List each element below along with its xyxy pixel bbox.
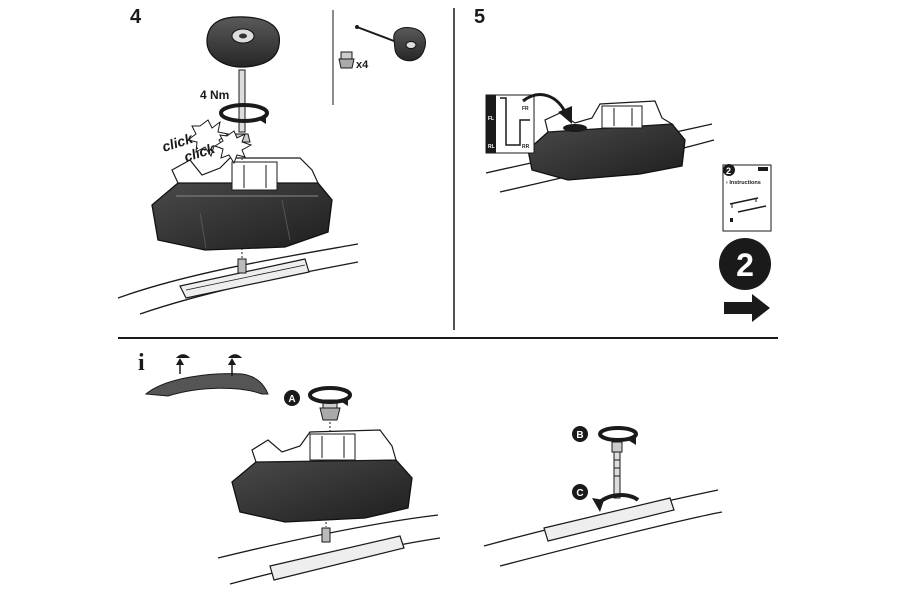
marker-c: C [576, 488, 583, 499]
marker-c-badge [572, 484, 588, 500]
booklet-number: 2 [726, 166, 731, 176]
booklet-title: › Instructions [726, 180, 761, 186]
marker-b-badge [572, 426, 588, 442]
torque-label: 4 Nm [200, 88, 229, 102]
roof-rail-info [217, 514, 441, 585]
quantity-label: x4 [356, 59, 369, 71]
tool-inset [338, 25, 426, 69]
step-4-panel: 4 Nm click click x4 [117, 16, 426, 315]
info-panel: A [144, 354, 723, 585]
roof-rail [117, 243, 359, 315]
step-5-panel: FL FR RL RR 2 › Instructions [485, 93, 772, 322]
next-arrow [724, 294, 770, 322]
roof-foot-5 [527, 100, 686, 181]
marker-a: A [288, 394, 295, 405]
curved-arrow [522, 93, 572, 124]
rail-pin [237, 258, 247, 274]
bolt-b [611, 441, 623, 499]
instruction-booklet [722, 164, 772, 232]
rail-label-fr: FR [522, 106, 529, 112]
next-booklet-number: 2 [736, 247, 754, 283]
rotation-arrow [219, 103, 269, 124]
marker-b: B [576, 430, 583, 441]
roof-foot [151, 157, 333, 251]
nut-icon [338, 51, 355, 69]
rail-label-rl: RL [488, 144, 495, 150]
rail-label-fl: FL [488, 116, 494, 122]
click-burst [186, 119, 253, 165]
roof-foot-info [231, 429, 413, 523]
torque-knob [206, 16, 281, 68]
roof-rail-right [483, 489, 723, 567]
next-booklet-badge [719, 238, 771, 290]
rotation-arrow-b [598, 426, 638, 445]
step-5-number: 5 [474, 6, 486, 28]
rotation-arrow-a [308, 386, 352, 406]
step-4-number: 4 [130, 6, 142, 28]
info-marker: i [138, 350, 145, 376]
roof-section-icon [144, 354, 269, 397]
rail-label-rr: RR [522, 144, 530, 150]
rotation-arrow-c [592, 493, 640, 512]
position-marker-inset: FL FR RL RR [485, 94, 535, 154]
marker-a-badge [284, 390, 300, 406]
